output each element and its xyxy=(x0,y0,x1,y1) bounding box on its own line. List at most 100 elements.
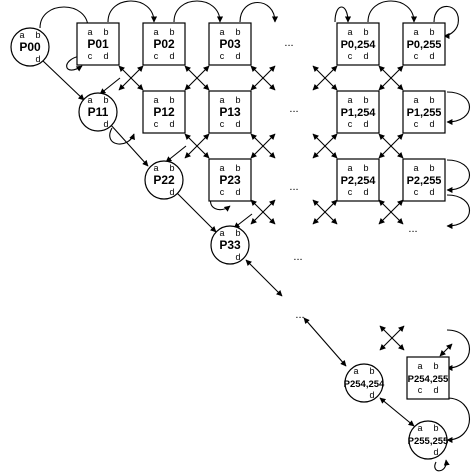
node-circle xyxy=(10,27,50,67)
node-label: P11 xyxy=(88,105,109,119)
port-d-label: d xyxy=(429,187,434,197)
port-c-label: c xyxy=(348,119,353,129)
node-box xyxy=(336,158,380,202)
port-a-label: a xyxy=(219,228,224,238)
edge-21 xyxy=(379,397,415,427)
node-label: P22 xyxy=(153,173,175,187)
port-a-label: a xyxy=(219,95,224,105)
port-d-label: d xyxy=(103,119,108,129)
ellipsis-3: ... xyxy=(293,251,302,263)
port-c-label: c xyxy=(348,51,353,61)
port-b-label: b xyxy=(35,30,40,40)
edge-2 xyxy=(173,0,224,23)
node-label: P02 xyxy=(153,37,175,51)
port-b-label: b xyxy=(235,95,240,105)
port-c-label: c xyxy=(220,187,225,197)
port-d-label: d xyxy=(369,390,374,400)
edge-14 xyxy=(446,329,471,372)
node-label: P23 xyxy=(219,173,241,187)
port-a-label: a xyxy=(417,423,422,433)
port-b-label: b xyxy=(363,163,368,173)
node-label: P0,255 xyxy=(407,39,442,51)
ellipsis-layer: .................. xyxy=(284,37,417,321)
edge-44 xyxy=(250,199,276,225)
node-circle xyxy=(408,420,448,460)
port-b-label: b xyxy=(169,27,174,37)
node-label: P1,254 xyxy=(341,107,377,119)
node-label: P254,255 xyxy=(408,374,449,385)
port-a-label: a xyxy=(347,95,352,105)
node-label: P12 xyxy=(153,105,175,119)
node-box xyxy=(402,22,446,66)
port-a-label: a xyxy=(87,95,92,105)
port-c-label: c xyxy=(88,51,93,61)
node-box xyxy=(76,22,120,66)
port-a-label: a xyxy=(153,27,158,37)
port-a-label: a xyxy=(153,95,158,105)
edge-40 xyxy=(312,133,338,159)
node-box xyxy=(208,158,252,202)
port-d-label: d xyxy=(429,51,434,61)
port-d-label: d xyxy=(235,119,240,129)
node-label: P0,254 xyxy=(341,39,377,51)
ellipsis-5: ... xyxy=(408,223,417,235)
edge-5 xyxy=(367,0,418,23)
edge-8 xyxy=(109,127,135,145)
node-box xyxy=(208,90,252,134)
node-label: P03 xyxy=(219,37,241,51)
port-a-label: a xyxy=(417,361,422,371)
node-circle xyxy=(144,160,184,200)
edge-34 xyxy=(378,65,404,91)
port-b-label: b xyxy=(369,366,374,376)
port-a-label: a xyxy=(219,27,224,37)
edge-19 xyxy=(245,259,283,297)
edge-15 xyxy=(446,397,470,444)
edge-20 xyxy=(303,317,347,367)
port-d-label: d xyxy=(363,51,368,61)
node-label: P2,255 xyxy=(407,175,442,187)
port-b-label: b xyxy=(363,95,368,105)
port-b-label: b xyxy=(235,228,240,238)
port-a-label: a xyxy=(19,30,24,40)
node-label: P2,254 xyxy=(341,175,377,187)
port-a-label: a xyxy=(413,95,418,105)
port-d-label: d xyxy=(363,119,368,129)
ellipsis-0: ... xyxy=(284,37,293,49)
edge-18 xyxy=(175,191,217,233)
port-a-label: a xyxy=(413,163,418,173)
node-box xyxy=(336,22,380,66)
edge-11 xyxy=(446,91,471,126)
edge-50 xyxy=(379,325,405,351)
node-circle xyxy=(344,363,384,403)
port-c-label: c xyxy=(154,119,159,129)
ellipsis-1: ... xyxy=(289,103,298,115)
port-d-label: d xyxy=(429,119,434,129)
port-d-label: d xyxy=(169,51,174,61)
port-b-label: b xyxy=(433,361,438,371)
port-c-label: c xyxy=(414,51,419,61)
node-box xyxy=(402,90,446,134)
edge-7 xyxy=(66,55,83,72)
node-box xyxy=(402,158,446,202)
port-a-label: a xyxy=(219,163,224,173)
port-b-label: b xyxy=(235,27,240,37)
edge-10 xyxy=(434,459,450,472)
port-c-label: c xyxy=(414,119,419,129)
edge-46 xyxy=(312,199,338,225)
edge-36 xyxy=(184,133,210,159)
port-b-label: b xyxy=(363,27,368,37)
port-a-label: a xyxy=(413,27,418,37)
